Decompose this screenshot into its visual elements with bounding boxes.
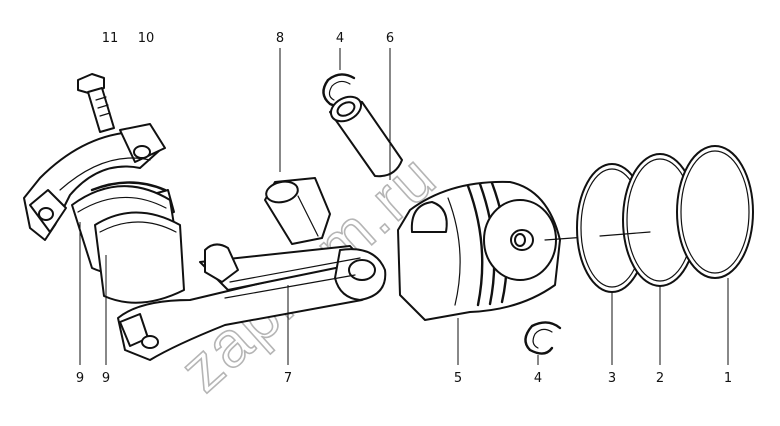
bearing-shells-part bbox=[71, 181, 185, 365]
callout-bearing-upper: 9 bbox=[76, 371, 84, 386]
callout-ring-1: 1 bbox=[724, 371, 732, 386]
bolt-part bbox=[77, 73, 115, 133]
callout-piston: 5 bbox=[454, 371, 462, 386]
piston-rings-part bbox=[576, 145, 754, 365]
piston-pin-part bbox=[329, 48, 403, 180]
bushing-part bbox=[264, 48, 331, 245]
piston-part bbox=[397, 180, 601, 365]
callout-circlip-top: 4 bbox=[336, 31, 344, 46]
callout-bearing-lower: 9 bbox=[102, 371, 110, 386]
callout-bolt: 11 bbox=[102, 31, 119, 46]
circlip-bottom-part bbox=[524, 321, 562, 365]
callout-bushing: 8 bbox=[276, 31, 284, 46]
callout-rod-cap: 10 bbox=[138, 31, 155, 46]
callout-ring-2: 2 bbox=[656, 371, 664, 386]
callout-circlip-bottom: 4 bbox=[534, 371, 542, 386]
callout-piston-pin: 6 bbox=[386, 31, 394, 46]
callout-ring-3: 3 bbox=[608, 371, 616, 386]
callout-connecting-rod: 7 bbox=[284, 371, 292, 386]
connecting-rod-part bbox=[117, 243, 387, 365]
